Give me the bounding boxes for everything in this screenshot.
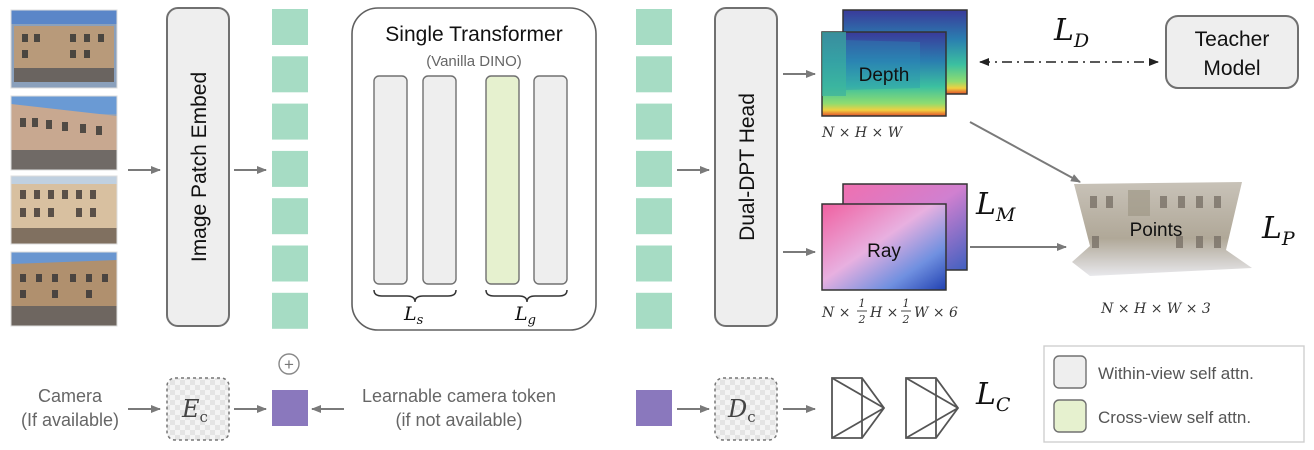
learnable-token-line2: (if not available) bbox=[395, 410, 522, 430]
camera-encoder-box bbox=[166, 377, 230, 441]
input-token-4 bbox=[272, 150, 308, 187]
camera-decoder-box bbox=[714, 377, 778, 441]
output-token-column bbox=[636, 9, 672, 329]
brace-ls bbox=[373, 289, 457, 303]
transformer-subtitle: (Vanilla DINO) bbox=[426, 53, 522, 70]
camera-token-output bbox=[636, 390, 672, 426]
dual-dpt-head-label: Dual-DPT Head bbox=[736, 93, 759, 241]
within-view-layer-3 bbox=[533, 75, 568, 285]
input-token-2 bbox=[272, 56, 308, 93]
camera-decoder-label: Dc bbox=[727, 395, 756, 426]
cross-view-layer bbox=[485, 75, 520, 285]
svg-text:N ×: N × bbox=[821, 305, 850, 321]
legend-within-swatch bbox=[1053, 355, 1087, 389]
input-token-6 bbox=[272, 245, 308, 282]
input-image-1 bbox=[10, 9, 118, 89]
brace-lg bbox=[485, 289, 568, 303]
output-token-4 bbox=[636, 150, 672, 187]
image-patch-embed-box bbox=[166, 7, 230, 327]
camera-frustum-1 bbox=[831, 377, 886, 439]
legend-cross-swatch bbox=[1053, 399, 1087, 433]
image-patch-embed-label: Image Patch Embed bbox=[188, 72, 211, 262]
points-label: Points bbox=[1130, 220, 1183, 241]
input-image-2 bbox=[10, 95, 118, 171]
camera-frustum-2 bbox=[905, 377, 960, 439]
output-token-5 bbox=[636, 198, 672, 235]
output-token-7 bbox=[636, 292, 672, 329]
dual-dpt-head-box bbox=[714, 7, 778, 327]
svg-text:1: 1 bbox=[903, 297, 910, 310]
input-token-3 bbox=[272, 103, 308, 140]
point-cloud bbox=[1072, 182, 1252, 276]
input-token-column bbox=[272, 9, 308, 329]
ray-map-front bbox=[821, 203, 947, 291]
depth-label: Depth bbox=[859, 65, 910, 86]
legend-cross-label: Cross-view self attn. bbox=[1098, 408, 1251, 427]
camera-label-line1: Camera bbox=[38, 386, 103, 406]
svg-text:2: 2 bbox=[858, 313, 866, 326]
svg-text:+: + bbox=[284, 355, 294, 374]
output-token-6 bbox=[636, 245, 672, 282]
camera-encoder-label: Ec bbox=[181, 395, 208, 426]
input-image-3 bbox=[10, 175, 118, 245]
ray-label: Ray bbox=[867, 241, 901, 262]
brace-ls-label: Ls bbox=[403, 303, 424, 328]
camera-token bbox=[272, 390, 308, 426]
ray-dims: N × 1 2 H × 1 2 W × 6 bbox=[821, 297, 958, 326]
teacher-model-box bbox=[1165, 15, 1299, 89]
output-token-3 bbox=[636, 103, 672, 140]
loss-d: LD bbox=[1053, 13, 1089, 52]
brace-lg-label: Lg bbox=[514, 303, 536, 328]
camera-label-line2: (If available) bbox=[21, 410, 119, 430]
points-dims: N × H × W × 3 bbox=[1100, 301, 1211, 317]
input-token-1 bbox=[272, 9, 308, 45]
teacher-label-line1: Teacher bbox=[1195, 28, 1270, 51]
input-image-4 bbox=[10, 251, 118, 327]
arrow-depth-to-points bbox=[969, 121, 1081, 183]
svg-text:1: 1 bbox=[859, 297, 866, 310]
output-token-2 bbox=[636, 56, 672, 93]
plus-icon: + bbox=[278, 353, 300, 375]
loss-c: LC bbox=[975, 377, 1011, 416]
input-token-7 bbox=[272, 292, 308, 329]
svg-text:W × 6: W × 6 bbox=[914, 305, 958, 321]
loss-m: LM bbox=[975, 187, 1016, 226]
within-view-layer-1 bbox=[373, 75, 408, 285]
depth-map-front bbox=[821, 31, 947, 117]
legend-within-label: Within-view self attn. bbox=[1098, 364, 1254, 383]
input-token-5 bbox=[272, 198, 308, 235]
teacher-label-line2: Model bbox=[1203, 57, 1260, 80]
legend: Within-view self attn. Cross-view self a… bbox=[1043, 345, 1305, 443]
svg-text:2: 2 bbox=[902, 313, 910, 326]
transformer-title: Single Transformer bbox=[385, 23, 562, 46]
learnable-token-line1: Learnable camera token bbox=[362, 386, 556, 406]
depth-dims: N × H × W bbox=[821, 125, 904, 141]
svg-text:H ×: H × bbox=[869, 305, 898, 321]
output-token-1 bbox=[636, 9, 672, 45]
within-view-layer-2 bbox=[422, 75, 457, 285]
loss-p: LP bbox=[1261, 211, 1296, 250]
